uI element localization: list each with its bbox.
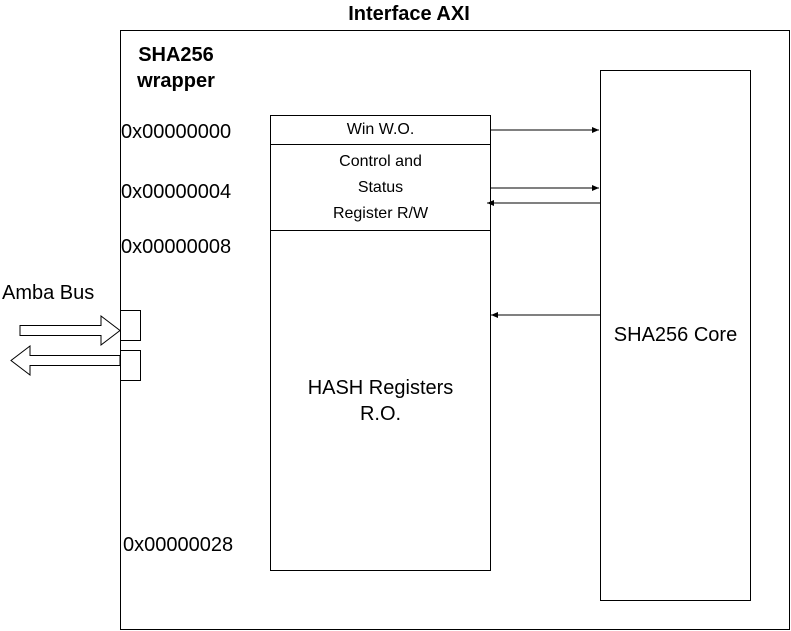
- amba-bus-out-arrow: [10, 344, 121, 377]
- address-0x28: 0x00000028: [123, 534, 234, 556]
- hash-label-line1: HASH Registers: [307, 376, 454, 399]
- csr-label-line2: Status: [357, 178, 404, 196]
- hash-label-line2: R.O.: [359, 402, 402, 425]
- sha256-core: SHA256 Core: [600, 70, 751, 601]
- win-register-label: Win W.O.: [346, 121, 415, 138]
- address-0x04: 0x00000004: [121, 181, 232, 203]
- bus-port-in: [120, 310, 141, 341]
- wrapper-label: SHA256 wrapper: [128, 42, 224, 94]
- win-register: Win W.O.: [270, 115, 491, 145]
- amba-bus-label: Amba Bus: [2, 282, 95, 304]
- diagram-title: Interface AXI: [348, 3, 470, 25]
- amba-bus-in-arrow: [19, 314, 121, 347]
- csr-label-line3: Register R/W: [332, 204, 429, 222]
- wrapper-label-line1: SHA256: [138, 44, 214, 66]
- wrapper-label-line2: wrapper: [137, 70, 215, 92]
- sha256-core-label: SHA256 Core: [613, 324, 738, 346]
- csr-label-line1: Control and: [339, 152, 422, 170]
- address-0x00: 0x00000000: [121, 121, 232, 143]
- hash-registers: HASH Registers R.O.: [270, 230, 491, 571]
- address-0x08: 0x00000008: [121, 236, 232, 258]
